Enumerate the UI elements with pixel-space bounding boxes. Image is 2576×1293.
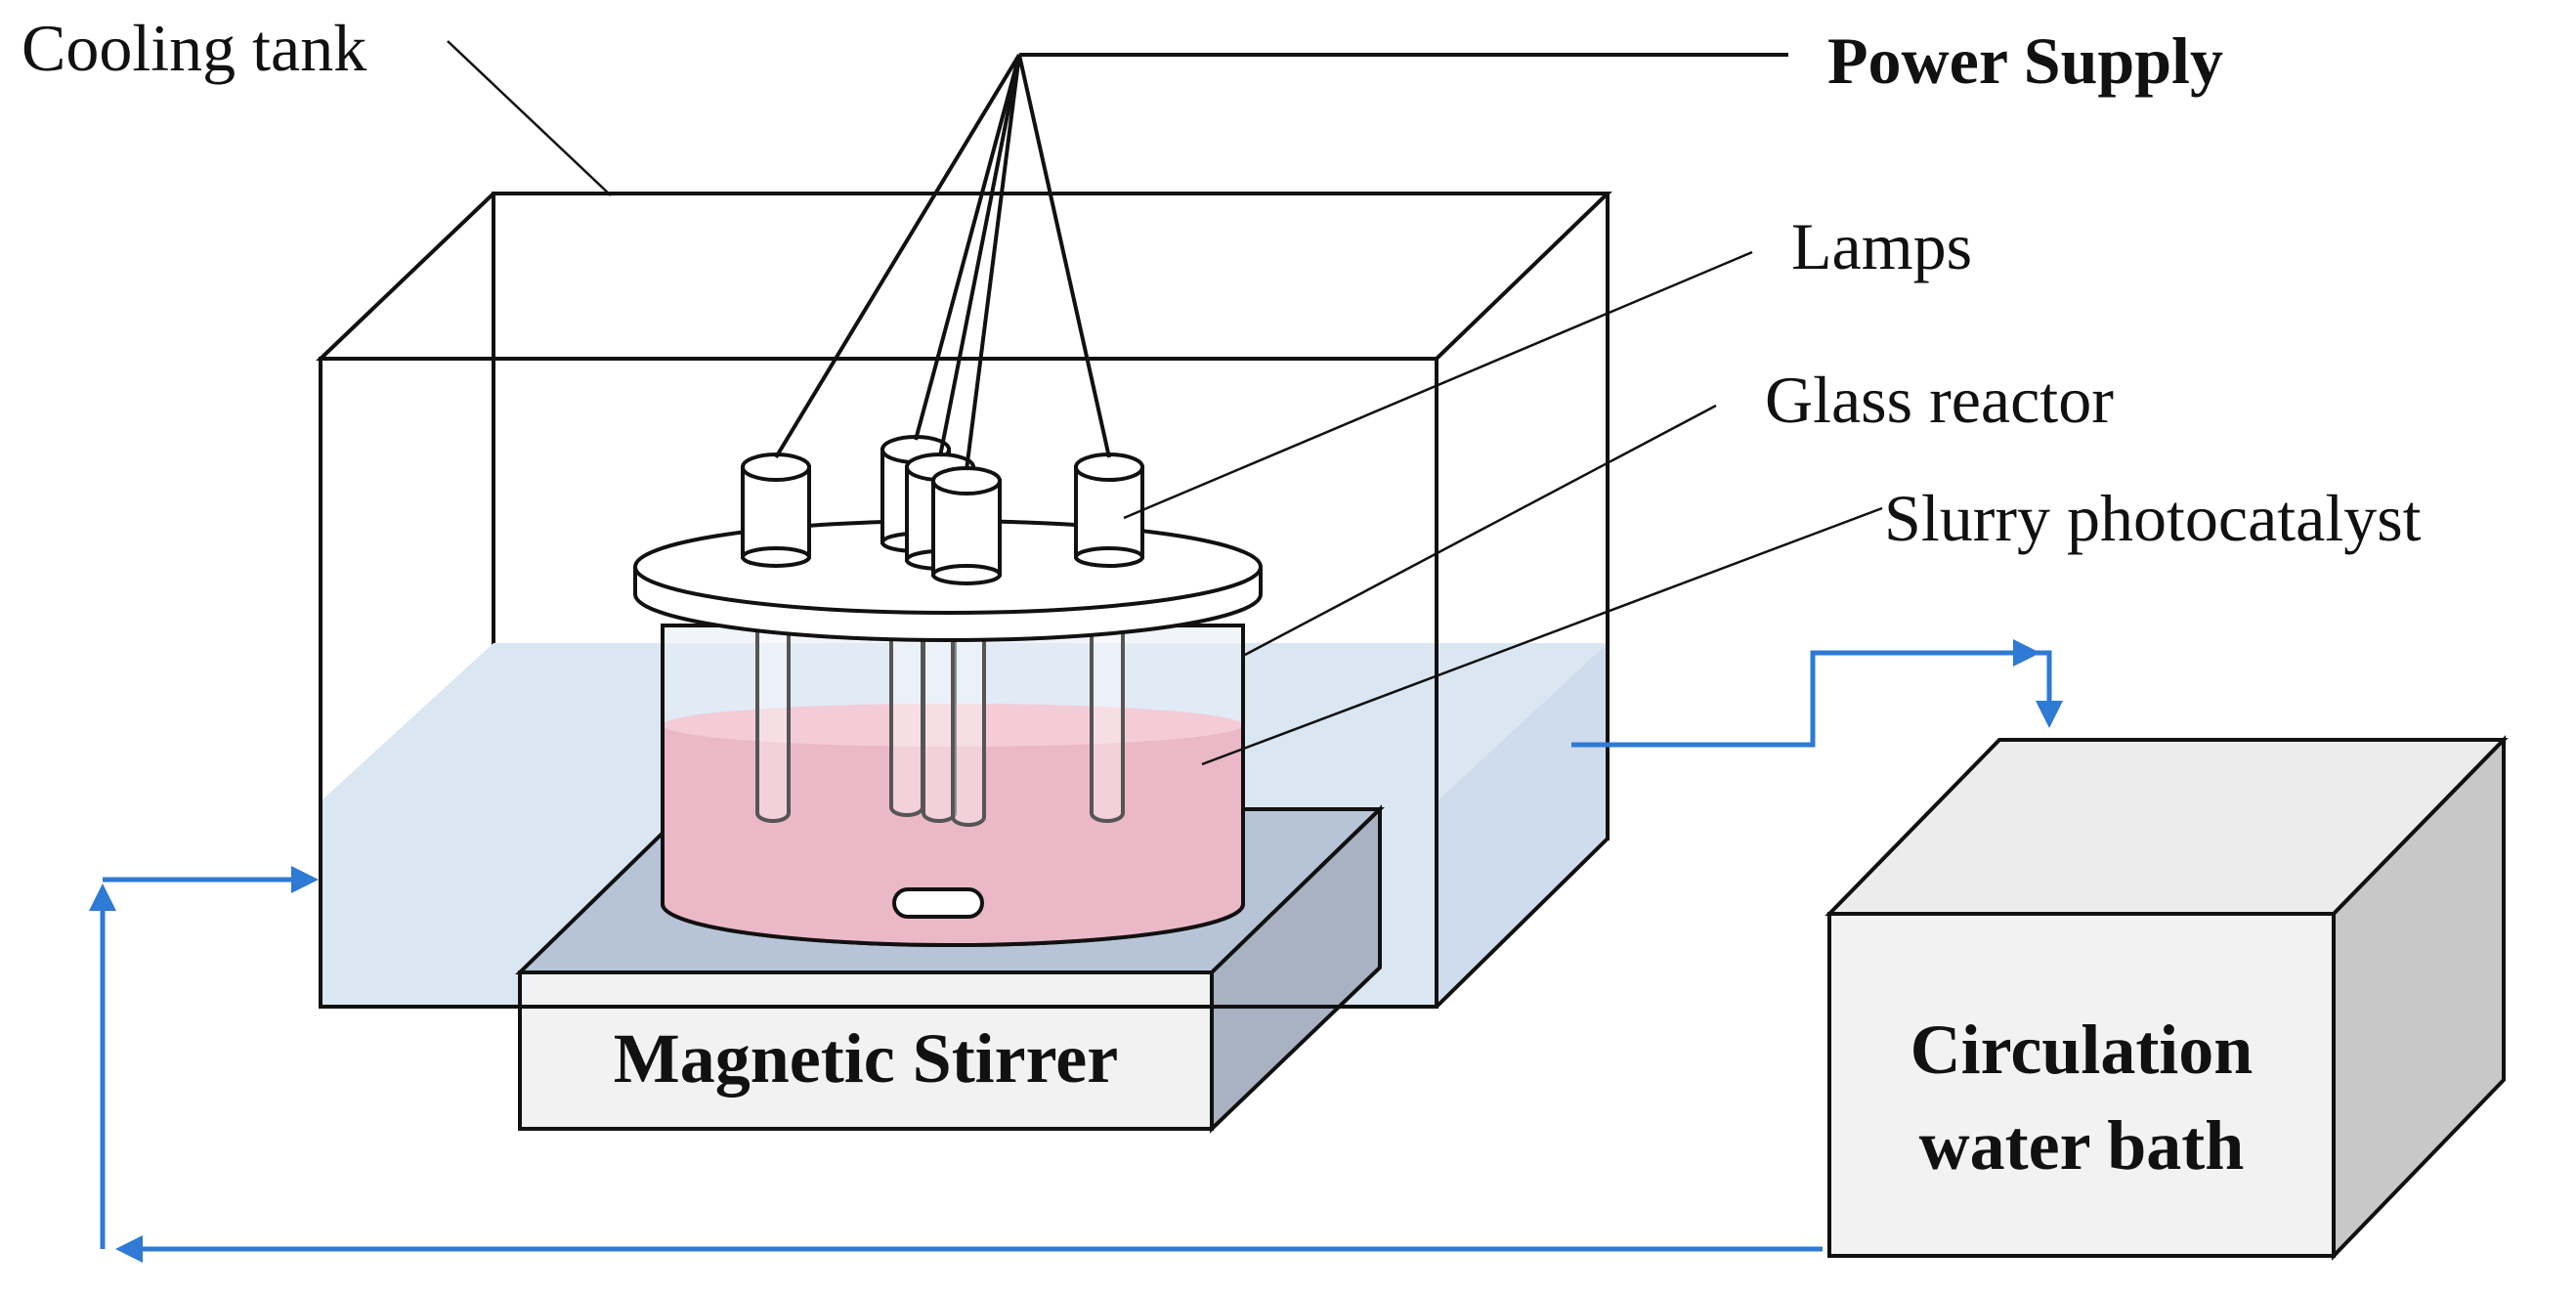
circulation-water-bath — [1825, 735, 2509, 1261]
lamp-caps — [741, 435, 1144, 585]
label-glass-reactor: Glass reactor — [1765, 363, 2114, 437]
label-circulation: Circulation — [1911, 1011, 2254, 1089]
circulation-flow — [100, 650, 2052, 1252]
lamp-cap — [1074, 453, 1144, 568]
lamp-cap — [741, 453, 811, 568]
label-power-supply: Power Supply — [1827, 23, 2223, 98]
label-magnetic-stirrer: Magnetic Stirrer — [614, 1019, 1118, 1098]
label-slurry-photocatalyst: Slurry photocatalyst — [1884, 481, 2422, 555]
label-lamps: Lamps — [1791, 209, 1972, 283]
lamp-tubes — [755, 625, 1125, 827]
stir-bar — [892, 887, 984, 919]
label-cooling-tank: Cooling tank — [21, 11, 366, 85]
lamp-cap — [931, 466, 1002, 585]
cooling-tank-front — [316, 192, 1612, 1009]
label-water-bath: water bath — [1919, 1106, 2245, 1185]
slurry-liquid — [663, 704, 1243, 945]
power-wires — [774, 53, 1788, 471]
leader-lines — [447, 40, 1883, 766]
arrow-icon — [89, 639, 2063, 1263]
